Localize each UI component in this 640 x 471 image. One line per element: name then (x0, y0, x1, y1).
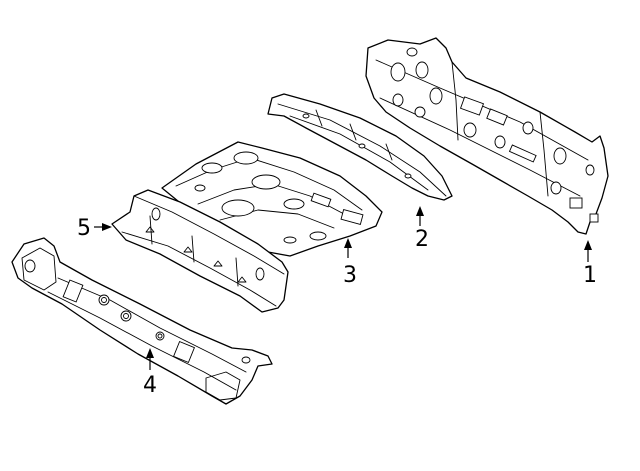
callout-label-5: 5 (77, 216, 91, 241)
callout-1: 1 (583, 240, 597, 288)
part-1-rear-panel (365, 37, 609, 235)
callout-label-1: 1 (583, 263, 597, 288)
callout-label-4: 4 (143, 373, 157, 398)
callout-5: 5 (77, 216, 112, 241)
part-5-reinforcement (111, 189, 289, 313)
callout-2: 2 (415, 206, 429, 252)
callout-4: 4 (143, 348, 157, 398)
part-4-lower-cross-member (11, 237, 273, 405)
callout-3: 3 (343, 238, 357, 288)
callout-label-2: 2 (415, 227, 429, 252)
callout-label-3: 3 (343, 263, 357, 288)
part-3-rear-floor-pan (161, 141, 383, 257)
part-2-upper-cross-member (267, 93, 453, 201)
